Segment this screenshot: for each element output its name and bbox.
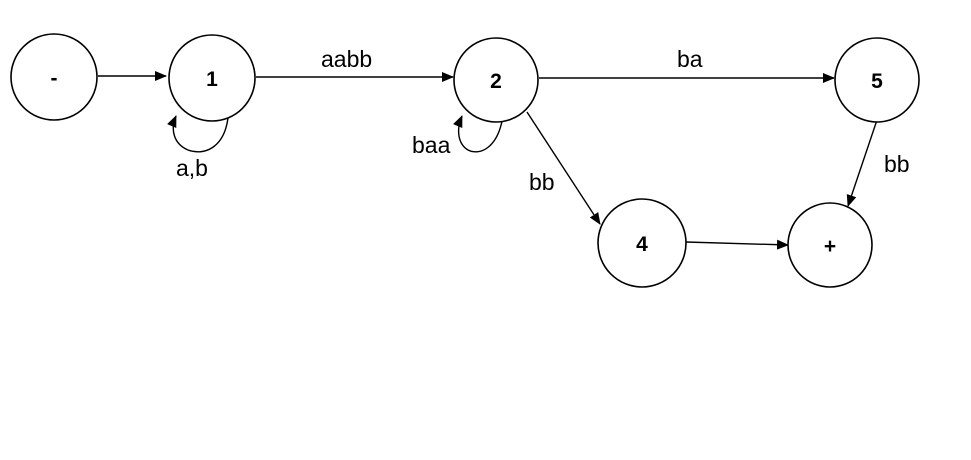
state-4: 4: [597, 198, 687, 288]
edge-label-2-self: baa: [412, 132, 451, 158]
state-1: 1: [168, 34, 256, 122]
state-final: +: [787, 202, 873, 288]
edge-1-self-loop: [167, 115, 229, 153]
state-label-start: -: [51, 67, 58, 90]
state-label-2: 2: [490, 70, 502, 93]
edge-label-5-to-final: bb: [884, 151, 910, 177]
state-label-1: 1: [206, 68, 218, 91]
edge-labels: a,b aabb baa ba bb bb: [176, 46, 910, 195]
state-label-final: +: [824, 235, 836, 258]
state-2: 2: [453, 37, 539, 123]
edge-2-to-4: [526, 111, 601, 225]
edge-4-to-final: [685, 239, 789, 250]
edges: [98, 71, 878, 250]
edge-label-2-to-5: ba: [677, 46, 703, 72]
state-5: 5: [834, 37, 920, 123]
state-label-5: 5: [871, 70, 883, 93]
state-label-4: 4: [636, 233, 648, 256]
edge-label-2-to-4: bb: [529, 169, 555, 195]
edge-label-1-self: a,b: [176, 155, 208, 181]
state-start: -: [10, 33, 98, 121]
edge-label-1-to-2: aabb: [321, 46, 372, 72]
states: - 1 2 5 4 +: [10, 33, 920, 288]
edge-5-to-final: [846, 119, 878, 207]
edge-2-self-loop: [453, 115, 504, 153]
